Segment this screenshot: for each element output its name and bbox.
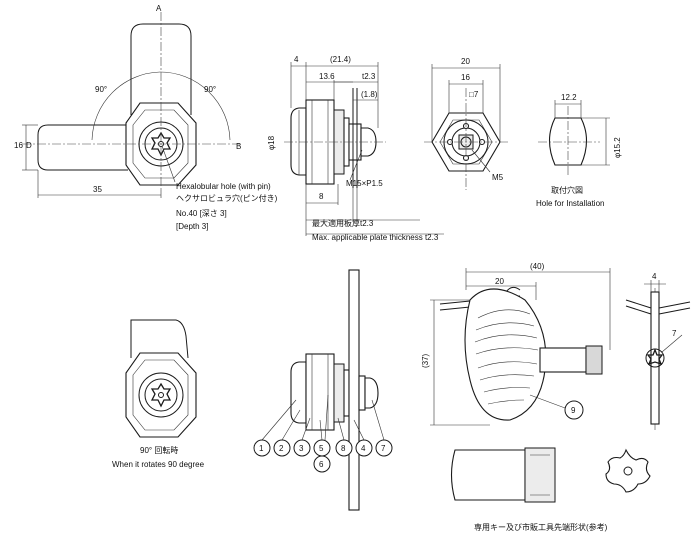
dim-16-front: 16: [461, 73, 470, 82]
dim-12-2: 12.2: [561, 93, 577, 102]
part-label-1: 1: [259, 444, 264, 453]
part-label-7: 7: [381, 444, 386, 453]
part-label-5: 5: [319, 444, 324, 453]
dim-length-35: 35: [93, 185, 102, 194]
thread-m15: M15×P1.5: [346, 179, 383, 188]
dim-phi18: φ18: [267, 135, 276, 150]
dim-height-16: 16: [14, 141, 23, 150]
part-balloon-4: [355, 439, 373, 457]
dim-square-7: □7: [469, 90, 479, 99]
part-balloon-2: [273, 439, 291, 457]
dim-20-front: 20: [461, 57, 470, 66]
part-label-8: 8: [341, 444, 346, 453]
part-label-4: 4: [361, 444, 366, 453]
rotated-view: [125, 319, 197, 438]
exploded-view: [253, 269, 393, 511]
hex-hole-number: No.40 [深さ 3]: [176, 209, 227, 218]
max-plate-jp: 最大適用板厚t2.3: [312, 218, 374, 228]
part-balloon-7: [375, 439, 393, 457]
rotated-title-en: When it rotates 90 degree: [112, 460, 205, 469]
hole-view: [538, 100, 610, 175]
hole-title-jp: 取付穴図: [551, 185, 583, 195]
dim-1-8: (1.8): [361, 90, 378, 99]
max-plate-en: Max. applicable plate thickness t2.3: [312, 233, 439, 242]
side-view: [284, 62, 444, 236]
part-balloon-9: [564, 400, 584, 420]
part-balloon-1: [253, 439, 271, 457]
front-view: [424, 64, 508, 190]
part-label-2: 2: [279, 444, 284, 453]
axis-d-label: D: [26, 141, 32, 150]
part-balloon-3: [293, 439, 311, 457]
key-view: [430, 268, 691, 430]
dim-21-4: (21.4): [330, 55, 351, 64]
part-label-9: 9: [571, 406, 576, 415]
dim-40: (40): [530, 262, 545, 271]
angle-right-label: 90°: [204, 85, 216, 94]
hex-hole-label-en: Hexalobular hole (with pin): [176, 182, 271, 191]
part-label-6: 6: [319, 460, 324, 469]
dim-phi15-2: φ15.2: [613, 137, 622, 158]
hex-hole-label-jp: ヘクサロビュラ穴(ピン付き): [176, 193, 278, 203]
part-label-3: 3: [299, 444, 304, 453]
dim-4: 4: [294, 55, 299, 64]
axis-a-label: A: [156, 4, 162, 13]
angle-left-label: 90°: [95, 85, 107, 94]
part-balloon-6: [313, 455, 331, 473]
hole-title-en: Hole for Installation: [536, 199, 604, 208]
dim-13-6: 13.6: [319, 72, 335, 81]
top-view-locked: [22, 12, 240, 198]
tool-caption: 専用キー及び市販工具先端形状(参考): [474, 522, 608, 532]
dim-t2-3: t2.3: [362, 72, 376, 81]
dim-37: (37): [421, 353, 430, 368]
dim-4-key: 4: [652, 272, 657, 281]
dim-7-key: 7: [672, 329, 677, 338]
thread-m5: M5: [492, 173, 504, 182]
dim-8: 8: [319, 192, 324, 201]
axis-b-label: B: [236, 142, 241, 151]
dim-20-key: 20: [495, 277, 504, 286]
part-balloon-8: [335, 439, 353, 457]
hex-hole-depth: [Depth 3]: [176, 222, 208, 231]
tool-tip-view: [450, 447, 651, 503]
rotated-title-jp: 90° 回転時: [140, 446, 178, 455]
